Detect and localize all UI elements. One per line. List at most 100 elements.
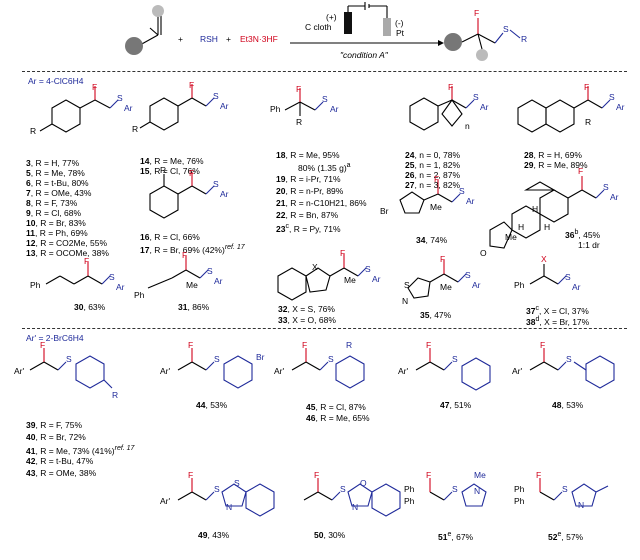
atom-ar-prime: Ar' <box>398 366 409 376</box>
list-item: 8, R = F, 73% <box>26 198 78 208</box>
atom-ar: Ar <box>372 274 381 284</box>
list-item: 40, R = Br, 72% <box>26 432 86 442</box>
atom-s: S <box>214 484 220 494</box>
atom-ar-prime: Ar' <box>512 366 523 376</box>
list-item: 15, R = Cl, 76% <box>140 166 200 176</box>
atom-h: H <box>532 204 539 214</box>
divider-top <box>22 71 627 72</box>
atom-x: X <box>312 262 318 272</box>
atom-f: F <box>448 82 454 92</box>
atom-me: Me <box>344 275 356 285</box>
atom-f: F <box>182 250 188 260</box>
list-item: 32, X = S, 76% <box>278 304 335 314</box>
list-item: 30, 63% <box>74 302 106 312</box>
list-item: 46, R = Me, 65% <box>306 413 370 423</box>
list-item: 6, R = t-Bu, 80% <box>26 178 89 188</box>
atom-ar: Ar <box>220 101 229 111</box>
list-item: 50, 30% <box>314 530 346 540</box>
atom-n: N <box>578 500 585 510</box>
atom-me: Me <box>505 232 517 242</box>
list-item: 16, R = Cl, 66% <box>140 232 200 242</box>
list-item: 14, R = Me, 76% <box>140 156 204 166</box>
atom-s: S <box>109 272 115 282</box>
atom-me: Me <box>440 282 452 292</box>
atom-s: S <box>234 478 240 488</box>
atom-s: S <box>213 179 219 189</box>
atom-ar: Ar <box>124 103 133 113</box>
list-item: 25, n = 1, 82% <box>405 160 461 170</box>
product-fluorine: F <box>474 8 480 18</box>
list-item: 37c, X = Cl, 37% <box>526 305 589 316</box>
list-item: 5, R = Me, 78% <box>26 168 85 178</box>
list-item: 36b, 45% <box>565 229 601 240</box>
atom-r: R <box>585 117 592 127</box>
list-item: 7, R = OMe, 43% <box>26 188 92 198</box>
atom-f: F <box>92 82 98 92</box>
list-item: 34, 74% <box>416 235 448 245</box>
atom-n: N <box>226 502 233 512</box>
atom-n: N <box>402 296 409 306</box>
atom-s: S <box>452 354 458 364</box>
ar-prime-definition: Ar' = 2-BrC6H4 <box>26 333 84 343</box>
list-item: 28, R = H, 69% <box>524 150 582 160</box>
section2-structures <box>29 348 615 517</box>
atom-ph: Ph <box>134 290 145 300</box>
list-item: 9, R = Cl, 68% <box>26 208 82 218</box>
thiol-reagent: RSH <box>200 34 218 44</box>
list-item: 45, R = Cl, 87% <box>306 402 366 412</box>
list-item: 49, 43% <box>198 530 230 540</box>
atom-r: R <box>346 340 353 350</box>
fluoride-reagent: Et3N·3HF <box>240 34 278 44</box>
atom-r: R <box>160 165 167 175</box>
atom-r: R <box>132 124 139 134</box>
plus-sign-2: + <box>226 34 231 44</box>
atom-s: S <box>452 484 458 494</box>
list-item: 18, R = Me, 95% <box>276 150 340 160</box>
atom-f: F <box>84 256 90 266</box>
atom-f: F <box>40 340 46 350</box>
atom-f: F <box>426 340 432 350</box>
atom-ar: Ar <box>220 189 229 199</box>
list-item: 47, 51% <box>440 400 472 410</box>
atom-s: S <box>609 92 615 102</box>
list-item: 39, R = F, 75% <box>26 420 83 430</box>
atom-s: S <box>214 354 220 364</box>
atom-n: n <box>465 121 470 131</box>
atom-o: O <box>360 478 367 488</box>
atom-f: F <box>426 470 432 480</box>
atom-r: R <box>112 390 119 400</box>
atom-br: Br <box>256 352 265 362</box>
list-item: 12, R = CO2Me, 55% <box>26 238 108 248</box>
atom-n: N <box>352 502 359 512</box>
list-item: 24, n = 0, 78% <box>405 150 461 160</box>
atom-f: F <box>302 340 308 350</box>
atom-f: F <box>189 80 195 90</box>
list-item: 17, R = Br, 69% (42%)ref. 17 <box>140 244 245 255</box>
list-item: 33, X = O, 68% <box>278 315 336 325</box>
list-item: 42, R = t-Bu, 47% <box>26 456 94 466</box>
atom-br: Br <box>380 206 389 216</box>
atom-ar-prime: Ar' <box>160 496 171 506</box>
atom-ar: Ar <box>610 192 619 202</box>
list-item: 44, 53% <box>196 400 228 410</box>
atom-f: F <box>440 254 446 264</box>
list-item: 21, R = n-C10H21, 86% <box>276 198 367 208</box>
atom-h: H <box>544 222 551 232</box>
atom-s: S <box>207 266 213 276</box>
atom-r: R <box>296 117 303 127</box>
atom-ph: Ph <box>514 484 525 494</box>
list-item: 43, R = OMe, 38% <box>26 468 97 478</box>
list-item: 80% (1.35 g)a <box>298 162 351 173</box>
atom-f: F <box>584 82 590 92</box>
list-item: 38d, X = Br, 17% <box>526 316 590 327</box>
atom-ar: Ar <box>480 102 489 112</box>
condition-label: "condition A" <box>340 50 388 60</box>
atom-s: S <box>566 354 572 364</box>
list-item: 48, 53% <box>552 400 584 410</box>
atom-ph: Ph <box>270 104 281 114</box>
atom-f: F <box>340 248 346 258</box>
product-sulfur: S <box>503 24 509 34</box>
plus-sign-1: + <box>178 34 183 44</box>
list-item: 29, R = Me, 89% <box>524 160 588 170</box>
list-item: 22, R = Bn, 87% <box>276 210 339 220</box>
